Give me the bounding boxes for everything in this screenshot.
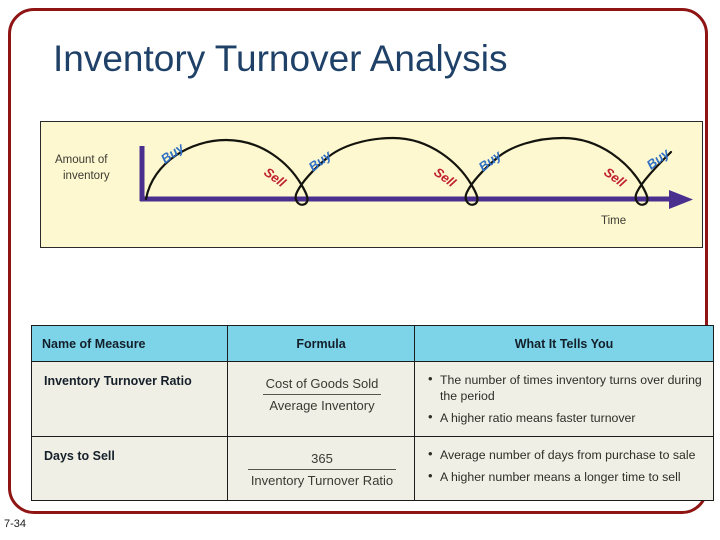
column-header-name-of-measure: Name of Measure <box>31 325 228 362</box>
list-item-text: Average number of days from purchase to … <box>440 448 696 462</box>
formula-numerator: Cost of Goods Sold <box>262 374 382 395</box>
slide-frame: Inventory Turnover Analysis Amount of in… <box>8 8 714 514</box>
list-item: • A higher ratio means faster turnover <box>427 409 703 426</box>
sell-label-3: Sell <box>601 164 629 190</box>
buy-label-2: Buy <box>306 147 335 174</box>
table-row: Days to Sell 365 Inventory Turnover Rati… <box>31 436 714 501</box>
cycle-curve-3 <box>495 136 673 206</box>
list-item: • A higher number means a longer time to… <box>427 468 703 485</box>
list-item: • Average number of days from purchase t… <box>427 446 703 463</box>
y-axis-label-line2: inventory <box>63 170 110 182</box>
inventory-cycle-diagram: Amount of inventory Time Buy Sell Buy Se… <box>40 121 703 248</box>
formula-fraction: Cost of Goods Sold Average Inventory <box>262 374 382 415</box>
formula-cell: Cost of Goods Sold Average Inventory <box>227 361 415 437</box>
formula-numerator: 365 <box>247 449 397 470</box>
tells-list: • Average number of days from purchase t… <box>427 446 703 485</box>
what-it-tells-you-cell: • Average number of days from purchase t… <box>414 436 714 501</box>
sell-label-1: Sell <box>261 164 289 190</box>
formula-fraction: 365 Inventory Turnover Ratio <box>247 449 397 490</box>
column-header-formula: Formula <box>227 325 415 362</box>
list-item: • The number of times inventory turns ov… <box>427 371 703 404</box>
sell-label-2: Sell <box>431 164 459 190</box>
y-axis-label-line1: Amount of <box>55 154 108 166</box>
measure-name-text: Inventory Turnover Ratio <box>44 374 192 388</box>
buy-label-1: Buy <box>158 139 187 166</box>
cycle-curve-2 <box>325 136 499 206</box>
buy-label-4: Buy <box>644 145 673 172</box>
bullet-icon: • <box>428 409 433 424</box>
bullet-icon: • <box>428 468 433 483</box>
bullet-icon: • <box>428 446 433 461</box>
table-row: Inventory Turnover Ratio Cost of Goods S… <box>31 361 714 437</box>
diagram-svg: Amount of inventory Time Buy Sell Buy Se… <box>55 136 693 227</box>
formula-cell: 365 Inventory Turnover Ratio <box>227 436 415 501</box>
x-axis-label: Time <box>601 215 626 227</box>
x-axis-arrowhead <box>669 190 693 209</box>
formula-denominator: Average Inventory <box>269 398 375 413</box>
page-title: Inventory Turnover Analysis <box>53 38 508 79</box>
buy-label-3: Buy <box>476 147 505 174</box>
measures-table: Name of Measure Formula What It Tells Yo… <box>31 325 714 501</box>
bullet-icon: • <box>428 371 433 386</box>
what-it-tells-you-cell: • The number of times inventory turns ov… <box>414 361 714 437</box>
table-header-row: Name of Measure Formula What It Tells Yo… <box>31 325 714 362</box>
page-number: 7-34 <box>4 518 27 530</box>
measure-name-cell: Inventory Turnover Ratio <box>31 361 228 437</box>
measure-name-text: Days to Sell <box>44 449 115 463</box>
formula-denominator: Inventory Turnover Ratio <box>250 473 394 488</box>
column-header-what-it-tells-you: What It Tells You <box>414 325 714 362</box>
list-item-text: A higher number means a longer time to s… <box>440 470 681 484</box>
tells-list: • The number of times inventory turns ov… <box>427 371 703 426</box>
list-item-text: A higher ratio means faster turnover <box>440 411 636 425</box>
list-item-text: The number of times inventory turns over… <box>440 373 702 403</box>
measure-name-cell: Days to Sell <box>31 436 228 501</box>
cycle-curve-1 <box>144 138 329 206</box>
